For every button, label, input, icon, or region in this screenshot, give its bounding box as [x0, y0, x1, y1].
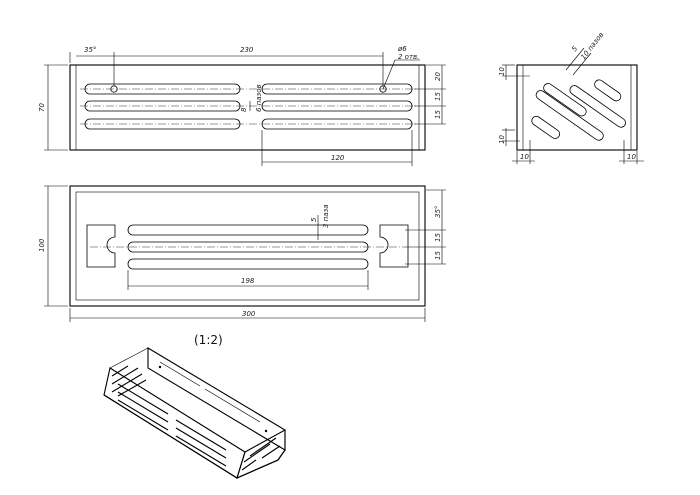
isometric-view — [103, 347, 286, 479]
top-slot-3 — [127, 258, 369, 270]
dim-label-side-top: 10 — [498, 67, 506, 76]
dim-label-front-length: 230 — [240, 46, 254, 54]
front-view-outline — [69, 64, 426, 151]
iso-front-slot-6 — [175, 435, 227, 467]
iso-top-rim — [109, 347, 286, 453]
iso-right-slot-1 — [241, 459, 257, 471]
dim-label-top-length: 300 — [242, 310, 256, 318]
side-view-outline — [516, 64, 638, 151]
dim-label-side-bottom: 10 — [498, 135, 506, 144]
top-hanger-cutout-right — [379, 224, 409, 268]
dim-label-top-width: 100 — [38, 238, 46, 252]
iso-right-slot-4 — [261, 445, 281, 459]
dim-label-front-pitch-1: 15 — [434, 92, 442, 101]
top-view-inner-outline — [75, 191, 420, 301]
iso-left-slot-2 — [111, 367, 139, 385]
iso-back-slot-1 — [159, 361, 201, 387]
iso-front-slot-5 — [175, 427, 227, 459]
dim-label-top-slot-width: 5 — [310, 217, 318, 222]
dim-label-front-height: 70 — [38, 103, 46, 112]
iso-front-slot-1 — [117, 383, 169, 415]
dim-label-slot-count: 6 пазов — [255, 84, 263, 112]
side-slot-1 — [543, 83, 587, 117]
dim-label-top-offset: 20 — [434, 72, 442, 81]
side-view: 10 10 10 10 5 10 пазов — [498, 31, 644, 164]
dim-label-top-pitch-2: 15 — [434, 251, 442, 260]
dim-label-hole-count: 2 отв. — [398, 53, 419, 61]
side-slot-3 — [535, 90, 604, 141]
iso-back-slot-2 — [204, 388, 261, 423]
iso-front-slot-4 — [175, 419, 227, 451]
front-view: 35° 230 ø6 2 отв. 70 8 6 пазов 20 15 15 … — [38, 45, 446, 166]
top-view-outline — [69, 185, 426, 307]
dim-label-top-angle: 35° — [434, 206, 442, 218]
iso-right-slot-2 — [243, 443, 271, 463]
iso-right-slot-3 — [249, 437, 277, 457]
iso-left-slot-3 — [111, 373, 143, 393]
side-slot-2 — [594, 79, 622, 102]
dim-label-top-slot-length: 198 — [241, 277, 255, 285]
dim-label-front-pitch-2: 15 — [434, 110, 442, 119]
top-hanger-cutout-left — [86, 224, 116, 268]
dim-label-hole-diameter: ø6 — [397, 45, 407, 53]
iso-front-slot-3 — [117, 399, 169, 431]
dim-label-front-slot-length: 120 — [331, 154, 345, 162]
side-slot-5 — [531, 115, 561, 139]
dim-label-side-slot-width: 5 — [570, 44, 579, 53]
iso-right-end — [236, 429, 286, 479]
top-slot-1 — [127, 224, 369, 236]
dim-label-top-pitch-1: 15 — [434, 233, 442, 242]
dim-label-front-angle: 35° — [84, 46, 96, 54]
dim-label-side-left: 10 — [520, 153, 529, 161]
dim-label-side-slot-count: 10 пазов — [579, 31, 605, 61]
scale-label: (1:2) — [194, 333, 223, 347]
dim-label-side-right: 10 — [627, 153, 636, 161]
dim-label-top-slot-count: 3 паза — [322, 204, 330, 228]
iso-hole-2 — [264, 429, 268, 433]
side-slot-4 — [569, 85, 626, 128]
dim-label-slot-height: 8 — [240, 107, 248, 112]
iso-front-slot-2 — [117, 391, 169, 423]
iso-left-slot-4 — [117, 379, 147, 397]
iso-left-slot-1 — [111, 365, 129, 377]
top-view: 100 300 5 3 паза 35° 15 15 198 — [38, 185, 446, 322]
iso-hole-1 — [158, 365, 162, 369]
